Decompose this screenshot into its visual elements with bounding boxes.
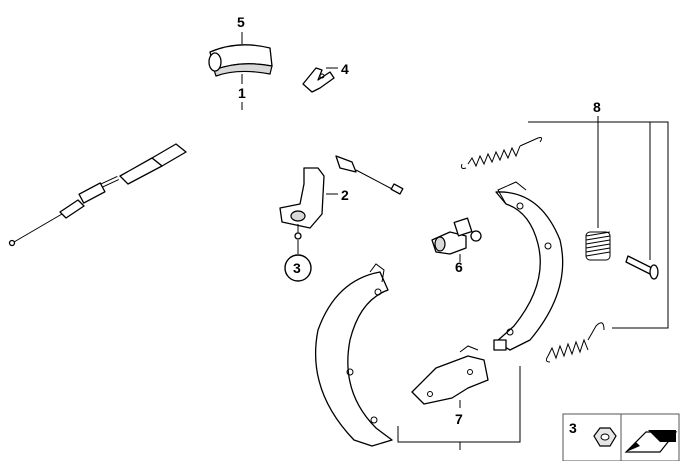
part-2-bracket[interactable] xyxy=(279,167,325,240)
callout-3: 3 xyxy=(293,260,301,276)
part-6-adjuster[interactable] xyxy=(431,217,482,255)
part-7-lever[interactable] xyxy=(411,345,489,405)
direction-arrow-icon xyxy=(624,430,678,453)
callout-5: 5 xyxy=(237,14,245,30)
brake-shoe-right[interactable] xyxy=(493,181,564,351)
part-5-cable-clip[interactable] xyxy=(208,44,273,77)
footer-nut-number: 3 xyxy=(569,420,577,436)
part-1-brake-cable[interactable] xyxy=(8,107,404,247)
hex-nut-icon xyxy=(593,427,617,447)
part-8-upper-spring[interactable] xyxy=(461,137,543,169)
leader-shoe-group xyxy=(397,366,521,443)
callout-6: 6 xyxy=(455,259,463,275)
part-4-retaining-clip[interactable] xyxy=(302,67,335,93)
callout-3-circle xyxy=(284,254,312,282)
callout-8: 8 xyxy=(593,99,601,115)
part-8-center-spring[interactable] xyxy=(585,231,611,261)
callout-7: 7 xyxy=(455,411,463,427)
part-8-pin[interactable] xyxy=(625,255,659,280)
part-8-lower-spring[interactable] xyxy=(545,322,605,363)
callout-2: 2 xyxy=(341,187,349,203)
callout-4: 4 xyxy=(341,61,349,77)
callout-1: 1 xyxy=(238,85,246,101)
brake-shoe-left[interactable] xyxy=(315,263,393,447)
